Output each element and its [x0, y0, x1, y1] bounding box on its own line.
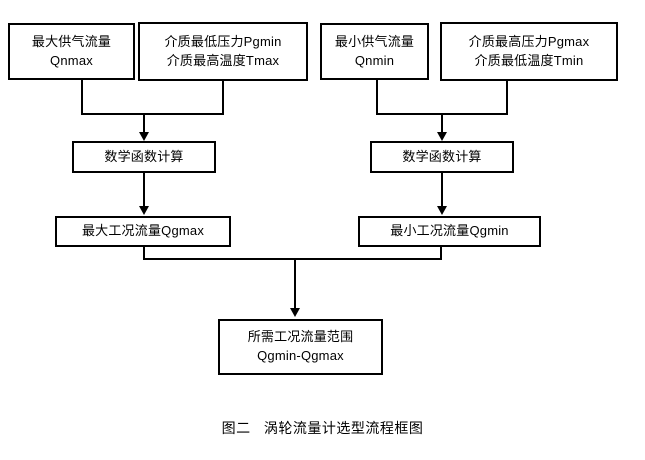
- node-min-pressure-max-temp: 介质最低压力Pgmin 介质最高温度Tmax: [138, 22, 308, 81]
- connector-pgmax-tmin-drop: [506, 81, 508, 115]
- node-qgmin-line1: 最小工况流量Qgmin: [390, 223, 509, 239]
- node-pgmax-tmin-line1: 介质最高压力Pgmax: [468, 33, 590, 49]
- connector-calc-left-to-qgmax: [143, 173, 145, 207]
- connector-pgmin-tmax-drop: [222, 81, 224, 115]
- arrowhead-bottom-merge-to-range: [290, 308, 300, 317]
- node-pgmin-tmax-line2: 介质最高温度Tmax: [166, 52, 280, 68]
- figure-caption: 图二 涡轮流量计选型流程框图: [221, 420, 424, 436]
- connector-qgmin-drop: [440, 247, 442, 260]
- connector-qnmin-drop: [376, 80, 378, 115]
- connector-bottom-merge-stem: [294, 258, 296, 310]
- arrowhead-calc-right-to-qgmin: [437, 206, 447, 215]
- node-qgmax-line1: 最大工况流量Qgmax: [81, 223, 205, 239]
- node-range-line1: 所需工况流量范围: [247, 329, 354, 345]
- arrowhead-right-merge-to-calc: [437, 132, 447, 141]
- node-qnmin-line2: Qnmin: [354, 52, 395, 68]
- connector-qgmax-drop: [143, 247, 145, 260]
- connector-bottom-merge-bar: [143, 258, 442, 260]
- node-pgmax-tmin-line2: 介质最低温度Tmin: [474, 52, 584, 68]
- node-qnmin-line1: 最小供气流量: [334, 33, 415, 49]
- node-required-working-flow-range: 所需工况流量范围 Qgmin-Qgmax: [218, 319, 383, 375]
- node-max-pressure-min-temp: 介质最高压力Pgmax 介质最低温度Tmin: [440, 22, 618, 81]
- arrowhead-left-merge-to-calc: [139, 132, 149, 141]
- node-range-line2: Qgmin-Qgmax: [257, 348, 344, 363]
- node-max-working-flow-qgmax: 最大工况流量Qgmax: [55, 216, 231, 247]
- node-math-function-calculation-right: 数学函数计算: [370, 141, 514, 173]
- node-min-supply-flow: 最小供气流量 Qnmin: [320, 23, 429, 80]
- connector-qnmax-drop: [81, 80, 83, 115]
- node-max-supply-flow: 最大供气流量 Qnmax: [8, 23, 135, 80]
- node-math-function-calculation-left: 数学函数计算: [72, 141, 216, 173]
- connector-calc-right-to-qgmin: [441, 173, 443, 207]
- arrowhead-calc-left-to-qgmax: [139, 206, 149, 215]
- node-qnmax-line2: Qnmax: [50, 52, 93, 68]
- node-qnmax-line1: 最大供气流量: [31, 33, 112, 49]
- node-calc-left-line1: 数学函数计算: [104, 148, 184, 164]
- node-min-working-flow-qgmin: 最小工况流量Qgmin: [358, 216, 541, 247]
- node-pgmin-tmax-line1: 介质最低压力Pgmin: [164, 33, 282, 49]
- connector-left-merge-bar: [81, 113, 224, 115]
- connector-right-merge-stem: [441, 113, 443, 134]
- connector-left-merge-stem: [143, 113, 145, 134]
- node-calc-right-line1: 数学函数计算: [402, 148, 482, 164]
